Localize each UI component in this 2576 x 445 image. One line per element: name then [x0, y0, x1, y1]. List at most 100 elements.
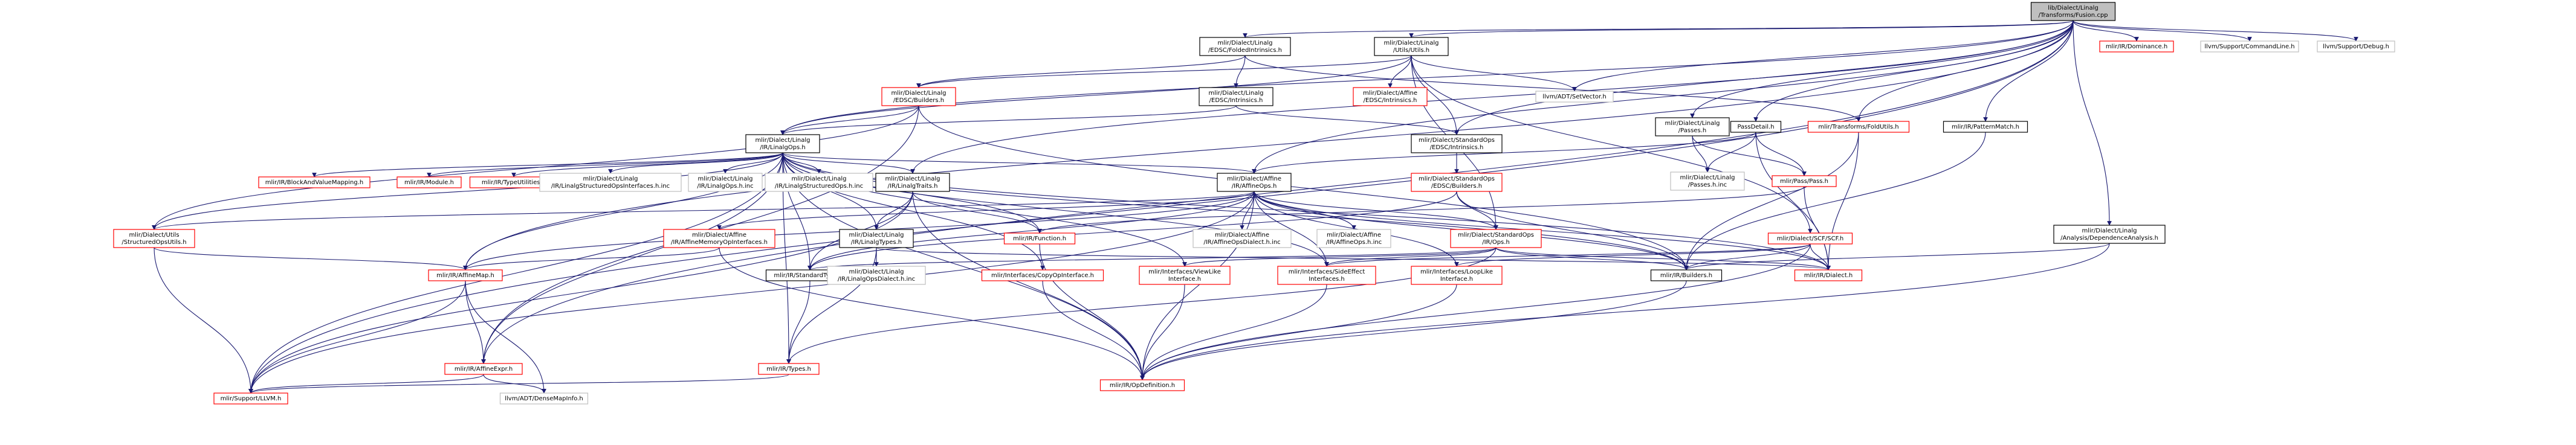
- include-edge: [786, 280, 811, 364]
- include-edge: [1042, 280, 1145, 380]
- node-affine-ops[interactable]: mlir/Dialect/Affine/IR/AffineOps.h: [1217, 173, 1292, 192]
- node-ir-dialect[interactable]: mlir/IR/Dialect.h: [1794, 269, 1863, 281]
- node-folded-intrinsics[interactable]: mlir/Dialect/Linalg/EDSC/FoldedIntrinsic…: [1199, 37, 1291, 56]
- node-debug: llvm/Support/Debug.h: [2317, 40, 2395, 53]
- node-structured-ops-utils[interactable]: mlir/Dialect/Utils/StructuredOpsUtils.h: [113, 229, 195, 248]
- include-edge: [1755, 132, 1807, 176]
- node-fold-utils[interactable]: mlir/Transforms/FoldUtils.h: [1807, 121, 1910, 133]
- node-label: mlir/Transforms/FoldUtils.h: [1818, 124, 1898, 130]
- node-function-h[interactable]: mlir/IR/Function.h: [1003, 232, 1076, 245]
- node-utils-h[interactable]: mlir/Dialect/Linalg/Utils/Utils.h: [1374, 37, 1449, 56]
- node-linalg-ops-h-inc: mlir/Dialect/Linalg/IR/LinalgOps.h.inc: [688, 173, 763, 192]
- node-block-value-mapping[interactable]: mlir/IR/BlockAndValueMapping.h: [258, 176, 371, 188]
- node-label: mlir/IR/Function.h: [1013, 235, 1066, 242]
- node-pass-h[interactable]: mlir/Pass/Pass.h: [1772, 175, 1837, 187]
- include-edge: [876, 247, 1831, 271]
- node-setvector: llvm/ADT/SetVector.h: [1535, 91, 1614, 103]
- node-ir-builders[interactable]: mlir/IR/Builders.h: [1650, 269, 1723, 281]
- node-box: [2030, 2, 2116, 21]
- include-edge: [463, 20, 2074, 271]
- include-edge: [2073, 20, 2139, 42]
- node-box: [1655, 117, 1730, 136]
- include-edge: [1705, 132, 1756, 173]
- node-support-llvm[interactable]: mlir/Support/LLVM.h: [213, 392, 288, 405]
- node-label: mlir/Dialect/Linalg: [849, 232, 904, 239]
- node-box: [688, 173, 763, 192]
- include-edge: [1254, 191, 1498, 230]
- node-pass-detail[interactable]: PassDetail.h: [1730, 121, 1782, 133]
- node-label: mlir/Interfaces/ViewLike: [1148, 269, 1221, 275]
- include-edge: [1254, 191, 1459, 267]
- node-label: Interfaces.h: [1309, 276, 1345, 283]
- node-root[interactable]: lib/Dialect/Linalg/Transforms/Fusion.cpp: [2030, 2, 2116, 21]
- node-std-edsc-intrinsics[interactable]: mlir/Dialect/StandardOps/EDSC/Intrinsics…: [1411, 134, 1503, 153]
- node-edsc-intrinsics[interactable]: mlir/Dialect/Linalg/EDSC/Intrinsics.h: [1199, 87, 1273, 106]
- node-box: [1139, 266, 1231, 285]
- node-box: [1353, 87, 1428, 106]
- node-affine-map[interactable]: mlir/IR/AffineMap.h: [428, 269, 503, 281]
- node-label: mlir/Dialect/Linalg: [885, 176, 940, 182]
- node-box: [499, 392, 589, 405]
- node-box: [2317, 40, 2395, 53]
- include-edge: [1324, 243, 1811, 267]
- node-label: Interface.h: [1168, 276, 1201, 283]
- include-edge: [1409, 20, 2074, 38]
- include-edge: [807, 191, 1255, 271]
- node-op-definition[interactable]: mlir/IR/OpDefinition.h: [1099, 379, 1185, 391]
- node-pattern-match[interactable]: mlir/IR/PatternMatch.h: [1943, 121, 2028, 133]
- nodes-layer: lib/Dialect/Linalg/Transforms/Fusion.cpp…: [113, 2, 2395, 405]
- node-box: [1411, 134, 1503, 153]
- include-edge: [1182, 247, 1497, 267]
- include-edge: [1454, 243, 1811, 267]
- node-copy-op-interface[interactable]: mlir/Interfaces/CopyOpInterface.h: [981, 269, 1104, 281]
- include-edge: [1252, 132, 1756, 174]
- node-ir-types[interactable]: mlir/IR/Types.h: [758, 363, 820, 375]
- node-box: [1411, 266, 1503, 285]
- node-box: [1772, 175, 1837, 187]
- node-linalg-ops[interactable]: mlir/Dialect/Linalg/IR/LinalgOps.h: [745, 134, 820, 153]
- node-linalg-types[interactable]: mlir/Dialect/Linalg/IR/LinalgTypes.h: [839, 229, 914, 248]
- node-label: mlir/Dialect/Linalg: [2082, 228, 2137, 234]
- include-edge: [782, 152, 812, 271]
- node-box: [839, 229, 914, 248]
- node-affine-memory-op-interfaces[interactable]: mlir/Dialect/Affine/IR/AffineMemoryOpInt…: [663, 229, 775, 248]
- node-affine-edsc-intrinsics[interactable]: mlir/Dialect/Affine/EDSC/Intrinsics.h: [1353, 87, 1428, 106]
- node-label: /EDSC/Intrinsics.h: [1430, 144, 1484, 151]
- node-std-ops-ops[interactable]: mlir/Dialect/StandardOps/IR/Ops.h: [1450, 229, 1542, 248]
- node-box: [1450, 229, 1542, 248]
- node-box: [765, 173, 873, 192]
- node-linalg-traits[interactable]: mlir/Dialect/Linalg/IR/LinalgTraits.h: [875, 173, 950, 192]
- node-label: Interface.h: [1440, 276, 1473, 283]
- node-box: [1099, 379, 1185, 391]
- node-label: /EDSC/Builders.h: [1431, 183, 1482, 190]
- node-affine-expr[interactable]: mlir/IR/AffineExpr.h: [444, 363, 523, 375]
- node-dep-analysis[interactable]: mlir/Dialect/Linalg/Analysis/DependenceA…: [2053, 225, 2166, 244]
- include-edge: [1690, 20, 2074, 118]
- node-label: /IR/AffineOpsDialect.h.inc: [1203, 239, 1280, 246]
- node-scf-h[interactable]: mlir/Dialect/SCF/SCF.h: [1767, 232, 1853, 245]
- node-edsc-builders[interactable]: mlir/Dialect/Linalg/EDSC/Builders.h: [881, 87, 956, 106]
- node-linalg-passes[interactable]: mlir/Dialect/Linalg/Passes.h: [1655, 117, 1730, 136]
- node-module-h[interactable]: mlir/IR/Module.h: [396, 176, 462, 188]
- node-label: /IR/AffineOps.h.inc: [1326, 239, 1382, 246]
- node-label: mlir/Dialect/Linalg: [755, 137, 810, 144]
- include-edge: [248, 280, 466, 394]
- node-box: [827, 266, 926, 285]
- include-edge: [782, 152, 1145, 380]
- node-label: /EDSC/FoldedIntrinsics.h: [1208, 47, 1282, 54]
- node-dominance[interactable]: mlir/IR/Dominance.h: [2099, 40, 2174, 53]
- node-box: [1670, 171, 1745, 191]
- node-label: mlir/IR/AffineExpr.h: [455, 366, 513, 373]
- include-edge: [719, 247, 1145, 380]
- node-label: /IR/LinalgTypes.h: [851, 239, 902, 246]
- node-label: mlir/Interfaces/SideEffect: [1289, 269, 1365, 275]
- node-label: mlir/Dialect/Linalg: [791, 176, 846, 182]
- include-edge: [1572, 20, 2074, 92]
- node-std-edsc-builders[interactable]: mlir/Dialect/StandardOps/EDSC/Builders.h: [1411, 173, 1503, 192]
- include-edge: [427, 152, 783, 178]
- node-label: mlir/IR/TypeUtilities.h: [482, 179, 546, 186]
- node-passes-h-inc: mlir/Dialect/Linalg/Passes.h.inc: [1670, 171, 1745, 191]
